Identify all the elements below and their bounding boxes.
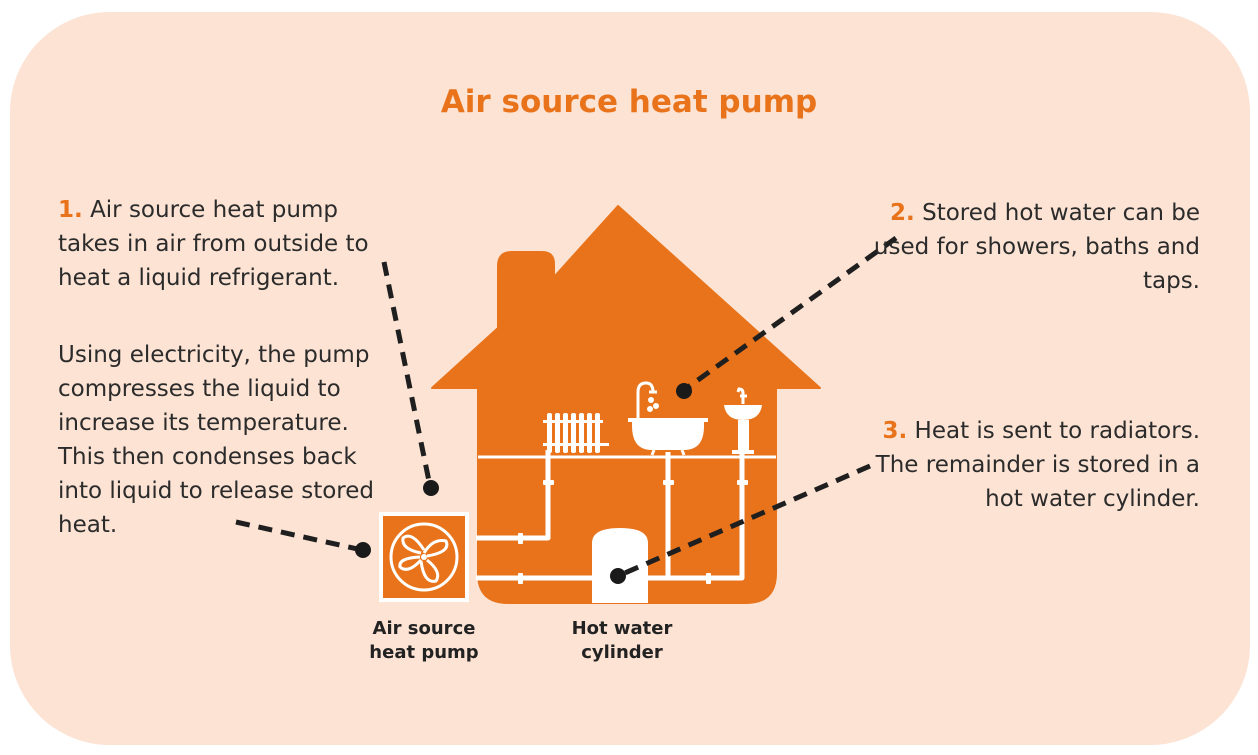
step-3-description: Heat is sent to radiators. The remainder… [875, 418, 1200, 512]
bathtub-icon [628, 418, 708, 456]
shower-icon [636, 381, 659, 419]
leader-lines [235, 235, 898, 579]
step-2-number: 2. [890, 200, 915, 226]
heat-pump-label: Air source heat pump [369, 618, 479, 663]
step-1-description: Air source heat pump takes in air from o… [58, 197, 369, 291]
pipe-network [476, 450, 745, 581]
cylinder-icon [592, 528, 648, 603]
step-3-number: 3. [882, 418, 908, 444]
step-1-detail: Using electricity, the pump compresses t… [58, 342, 374, 538]
radiator-icon [543, 413, 609, 453]
step-2-text: 2. Stored hot water can be used for show… [870, 196, 1200, 298]
leader-dots [355, 383, 692, 584]
fan-icon [379, 512, 469, 602]
step-3-text: 3. Heat is sent to radiators. The remain… [860, 414, 1200, 516]
pipe-joints [518, 480, 748, 584]
step-2-description: Stored hot water can be used for showers… [873, 200, 1200, 294]
house-icon [431, 205, 821, 604]
step-1-number: 1. [58, 197, 83, 223]
sink-icon [724, 405, 762, 454]
cylinder-label: Hot water cylinder [571, 618, 673, 663]
diagram-title: Air source heat pump [440, 84, 818, 120]
tap-icon [736, 387, 747, 404]
step-1-text: 1. Air source heat pump takes in air fro… [58, 193, 398, 295]
